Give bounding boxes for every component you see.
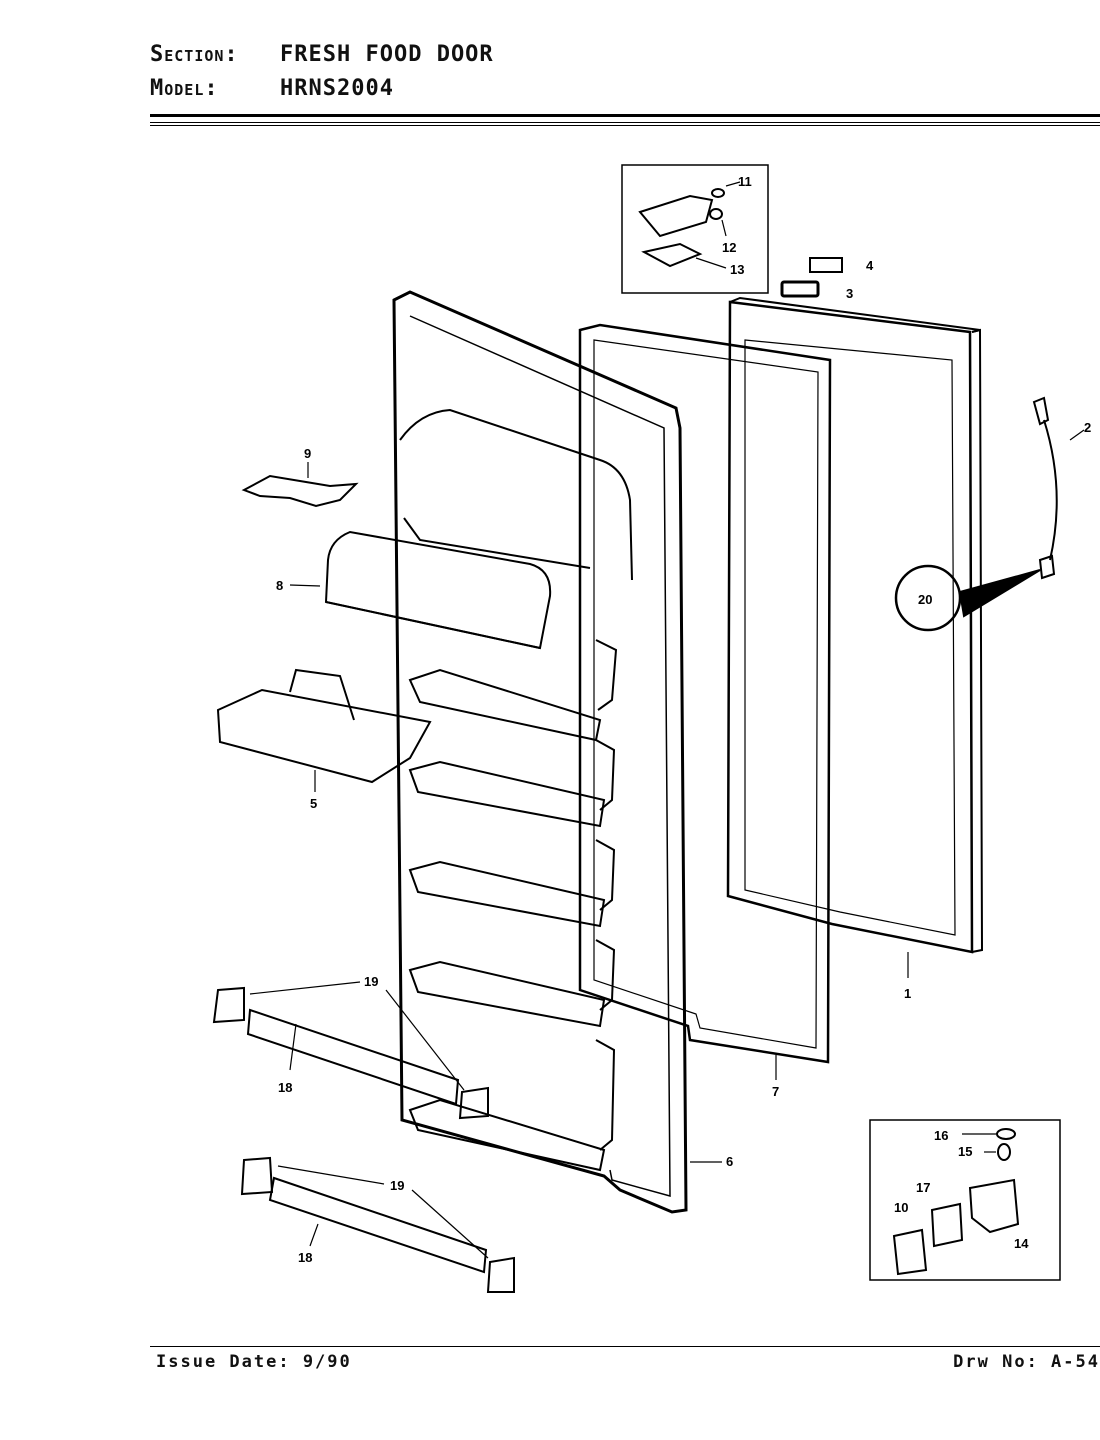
callout-4: 4 [866,258,874,273]
part-4-plate [809,257,843,273]
callout-10: 10 [894,1200,908,1215]
outer-door-panel [726,296,984,978]
inner-door-liner [392,290,722,1214]
callout-17: 17 [916,1180,930,1195]
part-8-dairy-cover [289,530,552,650]
part-5-egg-tray [216,668,432,792]
callout-19-lower: 19 [390,1178,404,1193]
top-hinge-inset [621,164,769,294]
model-key: Model: [150,76,219,101]
section-header: Section: FRESH FOOD DOOR [150,42,494,67]
callout-5: 5 [310,796,317,811]
part-20-callout [894,564,1041,632]
callout-18-upper: 18 [278,1080,292,1095]
section-key: Section: [150,42,239,67]
bottom-hinge-inset [869,1119,1061,1281]
callout-16: 16 [934,1128,948,1143]
callout-20: 20 [918,592,932,607]
part-9-clip [241,474,359,508]
callout-11: 11 [738,174,752,189]
callout-7: 7 [772,1084,779,1099]
header-rule-thick [150,114,1100,117]
issue-date: Issue Date: 9/90 [156,1352,352,1372]
footer-rule [150,1346,1100,1347]
callout-2: 2 [1084,420,1091,435]
callout-labels: 1 2 3 4 5 6 7 8 9 10 11 12 13 14 15 16 1… [276,174,1091,1265]
callout-8: 8 [276,578,283,593]
callout-14: 14 [1014,1236,1029,1251]
drawing-number: Drw No: A-54 [953,1352,1100,1372]
header-rule-thin-2 [150,125,1100,126]
model-value: HRNS2004 [280,76,394,101]
callout-19-upper: 19 [364,974,378,989]
callout-6: 6 [726,1154,733,1169]
callout-18-lower: 18 [298,1250,312,1265]
callout-9: 9 [304,446,311,461]
part-3-grille [780,280,820,298]
callout-3: 3 [846,286,853,301]
callout-1: 1 [904,986,911,1001]
callout-15: 15 [958,1144,972,1159]
callout-12: 12 [722,240,736,255]
header-rule-thin-1 [150,122,1100,123]
part-18-bar-upper [246,1008,460,1106]
callout-13: 13 [730,262,744,277]
part-2-handle [1032,396,1085,580]
door-gasket [578,323,832,1080]
section-value: FRESH FOOD DOOR [280,42,494,67]
model-header: Model: HRNS2004 [150,76,394,101]
